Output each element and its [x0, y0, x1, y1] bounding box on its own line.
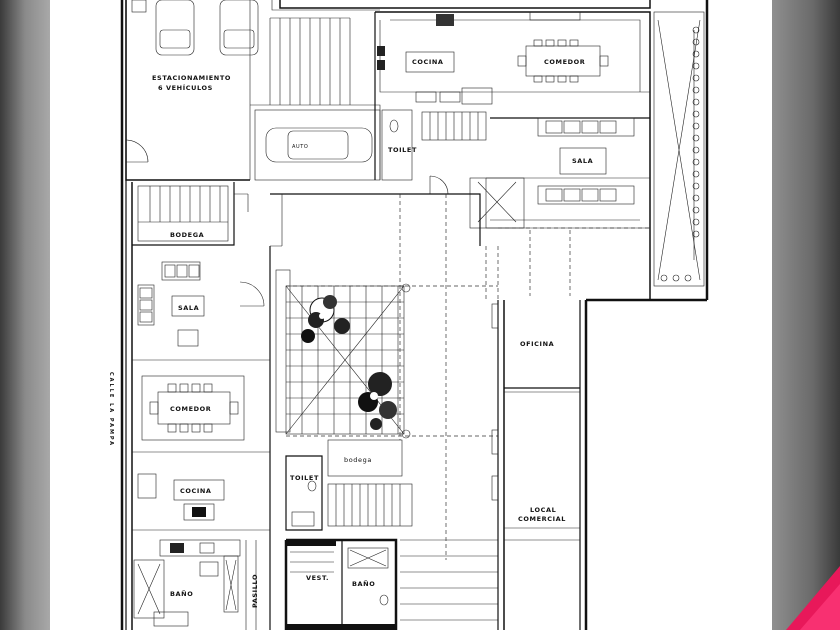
vestibule-bath: VEST. BAÑO	[284, 538, 398, 630]
bathroom-left: BAÑO	[133, 539, 241, 627]
room-label-cocina-top: COCINA	[412, 58, 444, 66]
stairs-mid	[327, 483, 413, 527]
car-icon	[155, 0, 195, 56]
right-unit: OFICINA LOCAL COMERCIAL	[491, 300, 580, 630]
left-unit: BODEGA SALA	[131, 182, 271, 630]
top-right-unit: COCINA COMEDOR TOILET	[279, 0, 705, 300]
room-label-sala-left: SALA	[178, 304, 199, 312]
parking-area: AUTO ESTACIONAMIENTO 6 VEHÍCULOS	[125, 0, 381, 181]
room-label-vest: VEST.	[306, 574, 329, 582]
room-label-parking-2: 6 VEHÍCULOS	[158, 83, 213, 92]
room-label-toilet-mid: TOILET	[290, 474, 319, 482]
room-label-parking-1: ESTACIONAMIENTO	[152, 74, 231, 82]
dining-table-left: COMEDOR	[141, 375, 245, 441]
stairs-top	[421, 111, 487, 141]
room-label-sala-top: SALA	[572, 157, 593, 165]
toilet-icon	[389, 119, 399, 133]
room-label-comedor-top: COMEDOR	[544, 58, 585, 66]
sofa-set-top: SALA	[537, 117, 635, 205]
car-icon	[219, 0, 259, 56]
floor-plan-sheet: AUTO ESTACIONAMIENTO 6 VEHÍCULOS COCINA	[50, 0, 772, 630]
room-label-bano-mid: BAÑO	[352, 579, 375, 588]
room-label-bano-left: BAÑO	[170, 589, 193, 598]
dining-table-top: COMEDOR	[517, 39, 609, 83]
toilet-icon	[307, 480, 317, 492]
courtyard	[270, 193, 498, 560]
tree-icon	[358, 372, 397, 430]
room-label-cocina-left: COCINA	[180, 487, 212, 495]
outer-walls	[120, 0, 709, 630]
tree-icon	[301, 295, 350, 343]
right-background	[772, 0, 840, 630]
center-lower: TOILET bodega VEST. BAÑO	[284, 439, 498, 630]
svg-text:AUTO: AUTO	[292, 144, 308, 150]
car-icon	[265, 127, 373, 163]
room-label-bodega-left: BODEGA	[170, 231, 204, 239]
room-label-pasillo: PASILLO	[251, 574, 259, 608]
floor-plan-drawing: AUTO ESTACIONAMIENTO 6 VEHÍCULOS COCINA	[108, 0, 709, 630]
toilet-icon	[379, 594, 389, 606]
room-label-toilet-top: TOILET	[388, 146, 417, 154]
room-label-bodega-mid: bodega	[344, 456, 372, 464]
room-label-comedor-left: COMEDOR	[170, 405, 211, 413]
room-label-oficina: OFICINA	[520, 340, 554, 348]
terrace-strip	[653, 11, 705, 287]
room-label-local-1: LOCAL	[530, 506, 556, 514]
room-label-local-2: COMERCIAL	[518, 515, 566, 523]
sofa-set-left: SALA	[137, 261, 205, 347]
street-label: CALLE LA PAMPA	[108, 372, 114, 447]
